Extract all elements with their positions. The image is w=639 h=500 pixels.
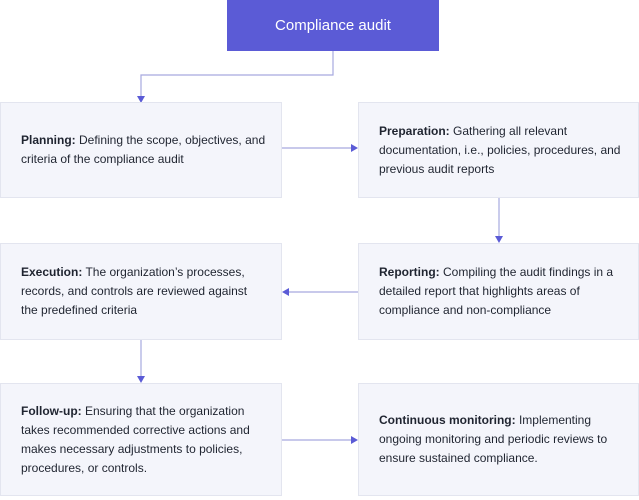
step-preparation-name: Preparation: [379, 123, 450, 138]
arrowhead-preparation [351, 144, 358, 152]
title-box: Compliance audit [227, 0, 439, 51]
arrowhead-followup [137, 376, 145, 383]
diagram-title: Compliance audit [275, 17, 391, 34]
step-preparation: Preparation: Gathering all relevant docu… [358, 102, 639, 198]
step-continuous-monitoring: Continuous monitoring: Implementing ongo… [358, 383, 639, 496]
step-execution-text: The organization’s processes, records, a… [21, 265, 248, 317]
step-preparation-text: Gathering all relevant documentation, i.… [379, 123, 621, 176]
step-reporting: Reporting: Compiling the audit findings … [358, 243, 639, 340]
step-planning-name: Planning: [21, 133, 76, 147]
arrowhead-reporting [495, 236, 503, 243]
step-continuous-monitoring-text: Implementing ongoing monitoring and peri… [379, 413, 608, 465]
step-planning-text: Defining the scope, objectives, and crit… [21, 133, 266, 166]
step-execution: Execution: The organization’s processes,… [0, 243, 282, 340]
step-planning: Planning: Defining the scope, objectives… [0, 102, 282, 198]
arrowhead-planning [137, 96, 145, 103]
arrowhead-monitoring [351, 436, 358, 444]
step-execution-name: Execution: [21, 265, 83, 279]
step-follow-up: Follow-up: Ensuring that the organizatio… [0, 383, 282, 496]
step-follow-up-name: Follow-up: [21, 403, 82, 418]
step-reporting-name: Reporting: [379, 265, 440, 279]
step-follow-up-text: Ensuring that the organization takes rec… [21, 403, 250, 475]
step-reporting-text: Compiling the audit findings in a detail… [379, 265, 614, 317]
arrowhead-execution [282, 288, 289, 296]
connector-title-planning [140, 51, 334, 96]
step-continuous-monitoring-name: Continuous monitoring: [379, 413, 516, 427]
